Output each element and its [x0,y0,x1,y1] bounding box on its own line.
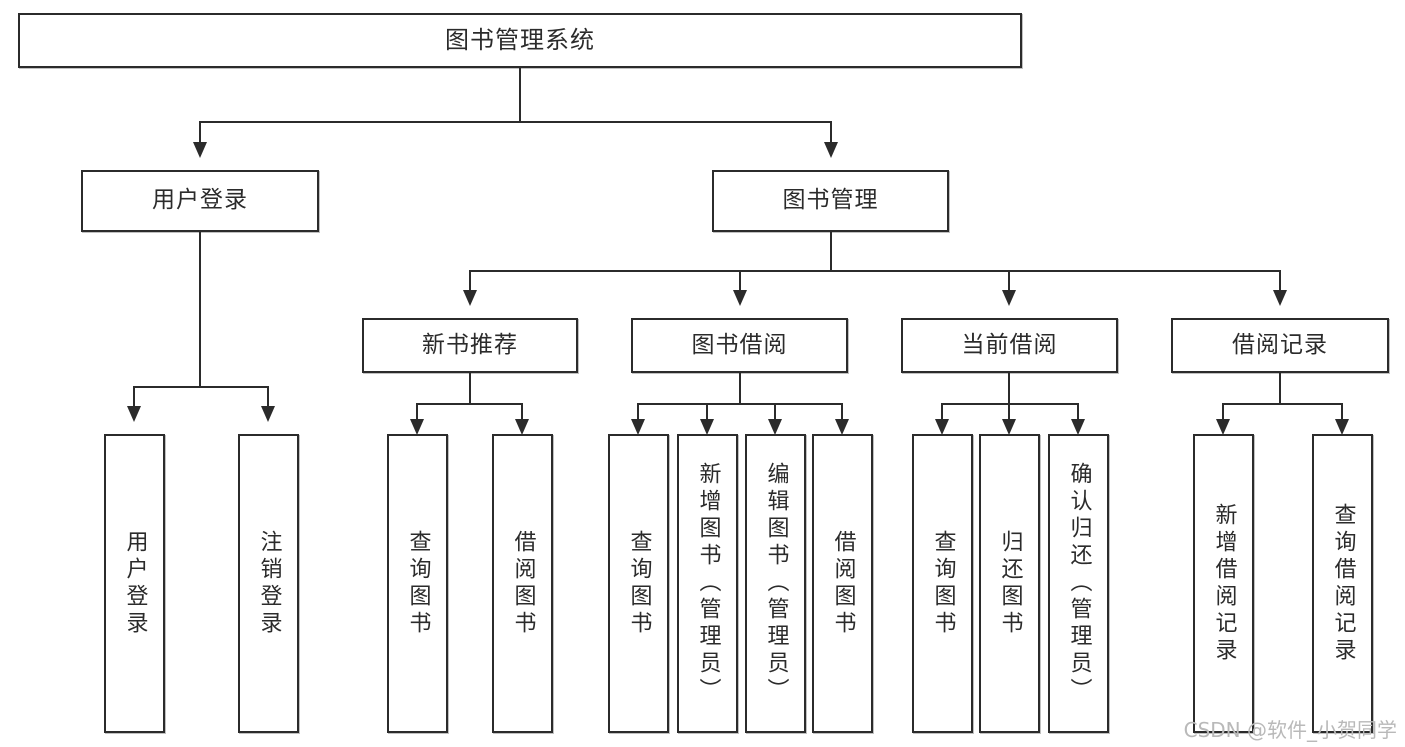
edge-new-book-down [469,373,471,403]
edge-bb-to-leaf-3 [774,403,776,421]
node-label: 归还图书 [997,529,1023,638]
node-label: 查询借阅记录 [1330,502,1356,665]
edge-bm-to-new-book [469,270,471,292]
arrow-to-current-borrow [1002,290,1016,306]
edge-book-borrow-bus [637,403,843,405]
node-label: 用户登录 [122,529,148,638]
arrow-to-user-login-leaf-2 [261,406,275,422]
leaf-borrow-record-query-record[interactable]: 查询借阅记录 [1312,434,1373,733]
edge-bm-to-borrow-record [1279,270,1281,292]
edge-bm-to-book-borrow [739,270,741,292]
arrow-to-user-login-leaf-1 [127,406,141,422]
node-label: 确认归还（管理员） [1066,462,1092,705]
leaf-current-borrow-query-book[interactable]: 查询图书 [912,434,973,733]
node-label: 查询图书 [405,529,431,638]
node-label: 查询图书 [626,529,652,638]
arrow-to-current-borrow-leaf-2 [1002,419,1016,435]
node-label: 借阅记录 [1232,331,1328,358]
leaf-book-borrow-edit-book-admin[interactable]: 编辑图书（管理员） [745,434,806,733]
node-label: 借阅图书 [830,529,856,638]
leaf-book-borrow-add-book-admin[interactable]: 新增图书（管理员） [677,434,738,733]
arrow-to-borrow-record-leaf-2 [1335,419,1349,435]
node-book-management[interactable]: 图书管理 [712,170,949,232]
edge-user-login-to-leaf-2 [267,386,269,409]
node-label: 编辑图书（管理员） [763,462,789,705]
node-label: 注销登录 [256,529,282,638]
leaf-borrow-record-add-record[interactable]: 新增借阅记录 [1193,434,1254,733]
edge-book-borrow-down [739,373,741,403]
arrow-to-current-borrow-leaf-3 [1071,419,1085,435]
arrow-to-book-borrow-leaf-3 [768,419,782,435]
edge-user-login-bus [133,386,268,388]
arrow-to-new-book-leaf-1 [410,419,424,435]
edge-user-login-down [199,232,201,386]
leaf-user-login-login[interactable]: 用户登录 [104,434,165,733]
node-label: 图书管理系统 [445,26,595,55]
edge-current-borrow-bus [941,403,1079,405]
node-current-borrow[interactable]: 当前借阅 [901,318,1118,373]
edge-cb-to-leaf-3 [1077,403,1079,421]
edge-root-to-user-login [199,121,201,145]
edge-new-book-bus [416,403,523,405]
edge-cb-to-leaf-1 [941,403,943,421]
edge-current-borrow-down [1008,373,1010,403]
node-label: 当前借阅 [961,331,1058,358]
arrow-to-new-book-leaf-2 [515,419,529,435]
edge-br-to-leaf-1 [1222,403,1224,421]
leaf-new-book-query-book[interactable]: 查询图书 [387,434,448,733]
arrow-to-book-borrow [733,290,747,306]
leaf-current-borrow-confirm-return-admin[interactable]: 确认归还（管理员） [1048,434,1109,733]
edge-bb-to-leaf-4 [841,403,843,421]
arrow-to-current-borrow-leaf-1 [935,419,949,435]
arrow-to-book-management [824,142,838,158]
leaf-book-borrow-query-book[interactable]: 查询图书 [608,434,669,733]
leaf-new-book-borrow-book[interactable]: 借阅图书 [492,434,553,733]
edge-br-to-leaf-2 [1341,403,1343,421]
edge-bb-to-leaf-2 [706,403,708,421]
node-label: 新书推荐 [422,331,518,358]
edge-book-management-down [830,232,832,270]
arrow-to-user-login [193,142,207,158]
arrow-to-borrow-record-leaf-1 [1216,419,1230,435]
leaf-book-borrow-borrow-book[interactable]: 借阅图书 [812,434,873,733]
edge-root-to-book-management [830,121,832,145]
node-label: 图书借阅 [691,331,788,358]
node-label: 查询图书 [930,529,956,638]
node-label: 借阅图书 [510,529,536,638]
arrow-to-book-borrow-leaf-4 [835,419,849,435]
edge-root-down [519,68,521,121]
leaf-current-borrow-return-book[interactable]: 归还图书 [979,434,1040,733]
node-borrow-record[interactable]: 借阅记录 [1171,318,1389,373]
arrow-to-new-book-recommend [463,290,477,306]
leaf-user-login-logout[interactable]: 注销登录 [238,434,299,733]
arrow-to-borrow-record [1273,290,1287,306]
arrow-to-book-borrow-leaf-1 [631,419,645,435]
node-new-book-recommend[interactable]: 新书推荐 [362,318,578,373]
arrow-to-book-borrow-leaf-2 [700,419,714,435]
edge-bb-to-leaf-1 [637,403,639,421]
edge-borrow-record-down [1279,373,1281,403]
edge-root-bus [199,121,832,123]
edge-book-management-bus [469,270,1281,272]
edge-nb-to-leaf-1 [416,403,418,421]
node-label: 图书管理 [782,187,879,214]
node-label: 用户登录 [152,187,248,214]
node-user-login[interactable]: 用户登录 [81,170,319,232]
edge-borrow-record-bus [1222,403,1342,405]
node-label: 新增借阅记录 [1211,502,1237,665]
node-root-book-management-system[interactable]: 图书管理系统 [18,13,1022,68]
edge-cb-to-leaf-2 [1008,403,1010,421]
node-label: 新增图书（管理员） [695,462,721,705]
edge-nb-to-leaf-2 [521,403,523,421]
edge-bm-to-current-borrow [1008,270,1010,292]
edge-user-login-to-leaf-1 [133,386,135,409]
node-book-borrow[interactable]: 图书借阅 [631,318,848,373]
